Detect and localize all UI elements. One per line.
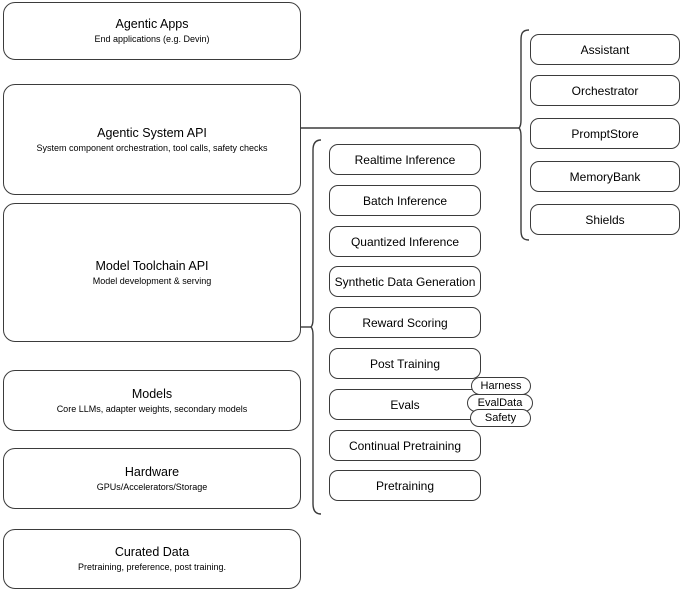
stack-node-hardware[interactable]: Hardware GPUs/Accelerators/Storage (3, 448, 301, 509)
toolchain-item-synthetic-data-generation[interactable]: Synthetic Data Generation (329, 266, 481, 297)
toolchain-item-quantized-inference[interactable]: Quantized Inference (329, 226, 481, 257)
node-title: Agentic System API (97, 125, 207, 140)
toolchain-item-realtime-inference[interactable]: Realtime Inference (329, 144, 481, 175)
node-title: Model Toolchain API (95, 258, 209, 273)
node-subtitle: GPUs/Accelerators/Storage (96, 481, 208, 492)
node-title: Curated Data (114, 545, 190, 559)
stack-node-models[interactable]: Models Core LLMs, adapter weights, secon… (3, 370, 301, 431)
node-subtitle: System component orchestration, tool cal… (36, 142, 268, 153)
node-subtitle: Model development & serving (92, 275, 212, 286)
stack-node-agentic-system-api[interactable]: Agentic System API System component orch… (3, 84, 301, 195)
node-subtitle: Pretraining, preference, post training. (77, 562, 227, 572)
node-title: Models (131, 386, 173, 401)
toolchain-item-continual-pretraining[interactable]: Continual Pretraining (329, 430, 481, 461)
brace-system-components (518, 29, 530, 241)
stack-node-curated-data[interactable]: Curated Data Pretraining, preference, po… (3, 529, 301, 589)
system-component-promptstore[interactable]: PromptStore (530, 118, 680, 149)
toolchain-item-evals[interactable]: Evals (329, 389, 481, 420)
brace-toolchain-items (310, 139, 322, 515)
system-component-memorybank[interactable]: MemoryBank (530, 161, 680, 192)
system-component-orchestrator[interactable]: Orchestrator (530, 75, 680, 106)
evals-badge-safety[interactable]: Safety (470, 409, 531, 427)
toolchain-item-pretraining[interactable]: Pretraining (329, 470, 481, 501)
node-subtitle: Core LLMs, adapter weights, secondary mo… (56, 403, 248, 414)
node-title: Hardware (124, 464, 180, 479)
node-title: Agentic Apps (115, 17, 189, 31)
system-component-shields[interactable]: Shields (530, 204, 680, 235)
toolchain-item-post-training[interactable]: Post Training (329, 348, 481, 379)
stack-node-agentic-apps[interactable]: Agentic Apps End applications (e.g. Devi… (3, 2, 301, 60)
system-component-assistant[interactable]: Assistant (530, 34, 680, 65)
stack-node-model-toolchain-api[interactable]: Model Toolchain API Model development & … (3, 203, 301, 342)
toolchain-item-batch-inference[interactable]: Batch Inference (329, 185, 481, 216)
evals-badge-harness[interactable]: Harness (471, 377, 531, 395)
node-subtitle: End applications (e.g. Devin) (94, 34, 210, 44)
toolchain-item-reward-scoring[interactable]: Reward Scoring (329, 307, 481, 338)
